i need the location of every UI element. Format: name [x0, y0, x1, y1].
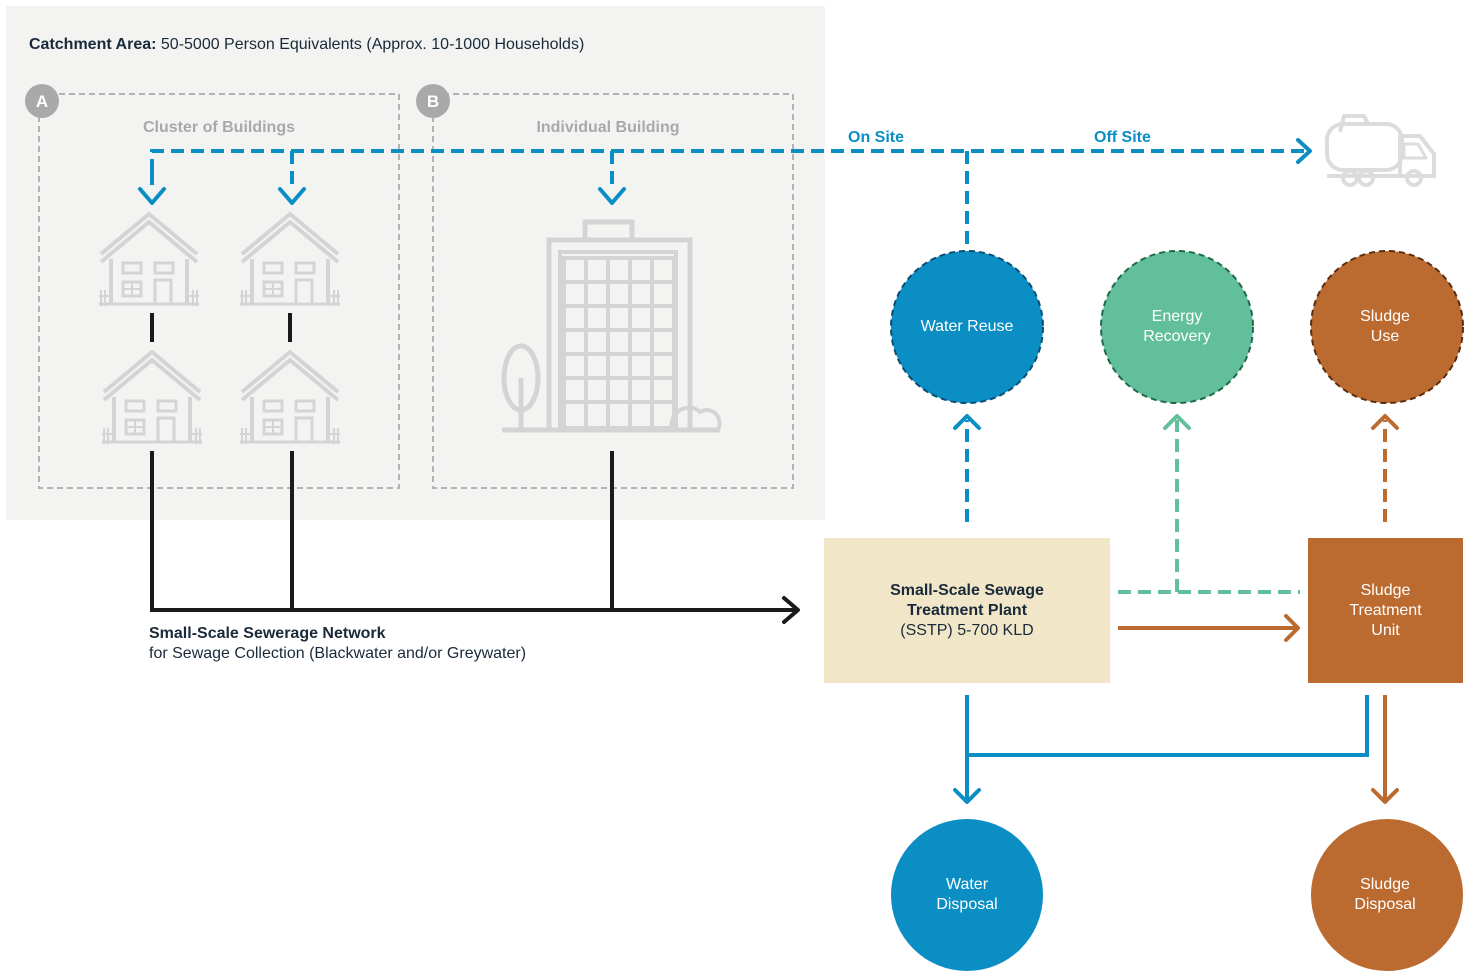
- office-building-icon: [502, 219, 722, 433]
- energy-recovery-text-1: Energy: [1151, 308, 1203, 325]
- badge-b-label: B: [427, 92, 439, 111]
- catchment-area-value: 50-5000 Person Equivalents (Approx. 10-1…: [160, 36, 585, 53]
- sludge-treatment-unit-box: Sludge Treatment Unit: [1308, 538, 1463, 683]
- energy-recovery-line: [1118, 420, 1300, 594]
- network-title: Small-Scale Sewerage Network: [149, 625, 386, 642]
- sstp-box: Small-Scale Sewage Treatment Plant (SSTP…: [824, 538, 1110, 683]
- blue-arrowheads: [138, 138, 1312, 205]
- sewerage-network-label: Small-Scale Sewerage Network for Sewage …: [149, 624, 526, 664]
- sludge-use-node: [1310, 250, 1464, 404]
- energy-recovery-text-2: Recovery: [1143, 328, 1211, 345]
- network-arrowhead: [782, 596, 800, 624]
- off-site-label: Off Site: [1094, 129, 1151, 146]
- tanker-truck-icon: [1325, 114, 1436, 187]
- on-site-label: On Site: [848, 129, 904, 146]
- water-reuse-text: Water Reuse: [920, 318, 1014, 335]
- water-disposal-label: Water Disposal: [891, 819, 1043, 971]
- sewerage-network-lines: [150, 451, 795, 612]
- section-a-box: [38, 93, 400, 489]
- reuse-distribution-lines: [150, 149, 1306, 248]
- badge-a-label: A: [36, 92, 48, 111]
- water-disposal-text-1: Water: [945, 876, 989, 893]
- energy-recovery-label: Energy Recovery: [1101, 251, 1253, 403]
- sludge-use-label: Sludge Use: [1309, 251, 1461, 403]
- water-reuse-node: [890, 250, 1044, 404]
- badge-a: A: [25, 84, 59, 118]
- section-b-title: Individual Building: [536, 119, 679, 136]
- energy-recovery-node: [1100, 250, 1254, 404]
- sludge-unit-line1: Sludge: [1360, 581, 1411, 599]
- sludge-disposal-text-1: Sludge: [1360, 876, 1410, 893]
- sludge-disposal-node: [1311, 819, 1463, 971]
- badge-b: B: [416, 84, 450, 118]
- sludge-use-arrowhead: [1371, 414, 1399, 430]
- sludge-disposal-label: Sludge Disposal: [1309, 819, 1461, 971]
- sludge-unit-line2: Treatment: [1349, 601, 1422, 619]
- water-disposal-lines: [965, 695, 1369, 800]
- water-disposal-arrowhead: [953, 788, 981, 804]
- sstp-line2: Treatment Plant: [906, 601, 1028, 619]
- sstp-line1: Small-Scale Sewage: [890, 581, 1044, 599]
- catchment-area-label: Catchment Area: 50-5000 Person Equivalen…: [29, 36, 584, 54]
- tree-icon: [501, 343, 541, 430]
- sludge-unit-line3: Unit: [1371, 621, 1400, 639]
- section-a-title: Cluster of Buildings: [143, 119, 295, 136]
- catchment-area-bold: Catchment Area:: [29, 36, 157, 53]
- water-disposal-text-2: Disposal: [936, 896, 998, 913]
- sludge-use-text-2: Use: [1370, 328, 1400, 345]
- sludge-use-text-1: Sludge: [1360, 308, 1410, 325]
- energy-recovery-arrowhead: [1163, 414, 1191, 430]
- sstp-line3: (SSTP) 5-700 KLD: [900, 621, 1034, 639]
- sludge-disposal-text-2: Disposal: [1354, 896, 1416, 913]
- network-subtitle: for Sewage Collection (Blackwater and/or…: [149, 645, 527, 662]
- water-reuse-label: Water Reuse: [891, 251, 1043, 403]
- water-disposal-node: [891, 819, 1043, 971]
- sludge-disposal-arrowhead: [1371, 788, 1399, 804]
- sludge-unit-arrowhead: [1284, 614, 1300, 642]
- water-reuse-arrowhead: [953, 414, 981, 430]
